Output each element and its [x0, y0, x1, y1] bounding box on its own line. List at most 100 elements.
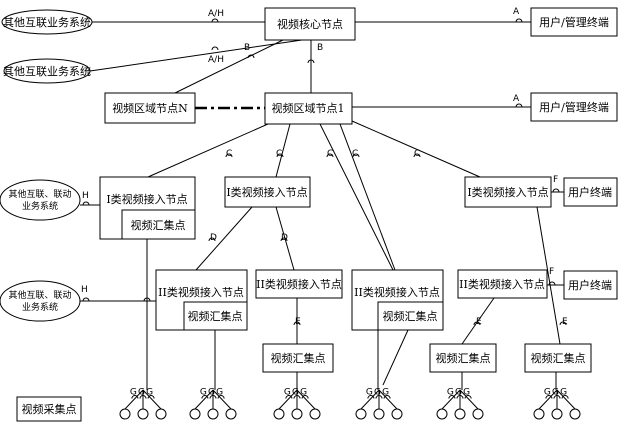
collection-link-hop: [375, 395, 383, 399]
iface-label-H-2: H: [81, 285, 88, 295]
other-linkage-system-1-label-2: 业务系统: [22, 200, 58, 212]
collection-link: [212, 389, 232, 410]
video-collection-point: [225, 408, 237, 420]
iface-label-G: G: [374, 388, 381, 398]
collection-link: [278, 389, 298, 410]
agg-point-2: [429, 343, 497, 373]
access-node-II-4-label: II类视频接入节点: [459, 277, 545, 291]
other-linkage-system-1-label-1: 其他互联、联动: [8, 188, 71, 200]
iface-label-C-2: C: [276, 149, 282, 159]
other-linkage-system-2: [0, 280, 81, 322]
iface-label-H-1: H: [82, 191, 89, 201]
user-mgmt-terminal-1: [530, 7, 618, 37]
iface-label-G: G: [447, 388, 454, 398]
video-core-node-label: 视频核心节点: [277, 17, 343, 31]
iface-label-G: G: [208, 388, 215, 398]
collection-link: [194, 389, 214, 410]
collection-link: [378, 389, 398, 410]
iface-label-G: G: [138, 388, 145, 398]
iface-label-D-1: D: [210, 233, 217, 243]
collection-link-hop: [545, 395, 553, 399]
collection-link: [124, 389, 144, 410]
video-collection-point: [273, 408, 285, 420]
video-collection-point: [309, 408, 321, 420]
video-collection-point: [373, 408, 385, 420]
iface-label-AH-2: A/H: [208, 55, 224, 65]
user-terminal-1-label: 用户终端: [568, 185, 612, 199]
agg-point-in-II-3: [377, 301, 444, 331]
other-biz-system-1: [1, 9, 93, 35]
access-node-I-3: [464, 176, 552, 208]
collection-link-hop: [139, 395, 147, 399]
video-collection-point: [207, 408, 219, 420]
user-mgmt-terminal-1-label: 用户/管理终端: [539, 15, 609, 29]
agg-point-in-II-3-label: 视频汇集点: [383, 309, 438, 323]
video-collection-point: [551, 408, 563, 420]
agg-point-in-II-1-label: 视频汇集点: [188, 309, 243, 323]
iface-label-G: G: [300, 388, 307, 398]
agg-point-in-II-1: [183, 301, 248, 331]
video-collection-point: [119, 408, 131, 420]
collection-link-hop: [217, 395, 225, 399]
line-crossing-marks: [82, 18, 567, 326]
iface-label-C-3: C: [327, 149, 333, 159]
iface-label-G: G: [544, 388, 551, 398]
video-collection-point: [137, 408, 149, 420]
collection-link-hop: [209, 395, 217, 399]
iface-label-B-1: B: [244, 43, 250, 53]
iface-label-G: G: [216, 388, 223, 398]
iface-label-AH-1: A/H: [208, 9, 224, 19]
iface-label-A-2: A: [513, 94, 520, 104]
external-systems: 其他互联业务系统 其他互联业务系统 其他互联、联动 业务系统 其他互联、联动 业…: [0, 9, 93, 322]
iface-label-A-1: A: [513, 7, 520, 17]
iface-label-G: G: [292, 388, 299, 398]
other-biz-system-2: [3, 58, 91, 84]
interface-labels: A/H A A/H B B A C C C C C D D E E E F F …: [81, 7, 568, 327]
other-biz-system-2-label: 其他互联业务系统: [3, 65, 91, 78]
iface-label-B-2: B: [317, 43, 323, 53]
access-node-II-2-label: II类视频接入节点: [256, 277, 342, 291]
collection-link-hop: [285, 395, 293, 399]
iface-label-G: G: [130, 388, 137, 398]
access-nodes: I类视频接入节点 视频汇集点 I类视频接入节点 I类视频接入节点 用户终端 II…: [99, 176, 618, 331]
collection-link: [360, 389, 380, 410]
video-collection-point-label: 视频采集点: [22, 402, 77, 416]
other-linkage-system-2-label-2: 业务系统: [22, 301, 58, 313]
collection-link-hop: [201, 395, 209, 399]
access-node-I-2-label: I类视频接入节点: [226, 185, 307, 199]
agg-point-3-label: 视频汇集点: [531, 351, 586, 365]
video-collection-point: [189, 408, 201, 420]
iface-label-G: G: [366, 388, 373, 398]
video-collection-point: [436, 408, 448, 420]
access-node-II-3-label: II类视频接入节点: [354, 285, 440, 299]
agg-point-1-label: 视频汇集点: [271, 351, 326, 365]
iface-label-G: G: [552, 388, 559, 398]
user-terminal-2: [563, 270, 618, 300]
video-region-node-N: [104, 92, 196, 124]
iface-label-G: G: [284, 388, 291, 398]
iface-label-G: G: [382, 388, 389, 398]
access-node-II-2: [255, 269, 343, 299]
other-linkage-system-2-label-1: 其他互联、联动: [8, 289, 71, 301]
video-collection-point: [472, 408, 484, 420]
collection-link-hop: [464, 395, 472, 399]
agg-point-in-I-1-label: 视频汇集点: [131, 218, 186, 232]
collection-link: [296, 389, 316, 410]
video-collection-point: [291, 408, 303, 420]
agg-point-1: [262, 343, 334, 373]
video-collection-point: [391, 408, 403, 420]
iface-label-F-1: F: [553, 175, 558, 185]
collection-link-hop: [293, 395, 301, 399]
core-region-nodes: 视频核心节点 视频区域节点N 视频区域节点1 用户/管理终端 用户/管理终端: [104, 7, 618, 125]
collection-link-hop: [553, 395, 561, 399]
iface-label-G: G: [455, 388, 462, 398]
iface-label-G: G: [560, 388, 567, 398]
collection-link: [441, 389, 461, 410]
collection-link-hop: [301, 395, 309, 399]
video-collection-point: [355, 408, 367, 420]
connection-lines: [80, 21, 564, 390]
agg-point-in-I-1: [121, 209, 196, 240]
